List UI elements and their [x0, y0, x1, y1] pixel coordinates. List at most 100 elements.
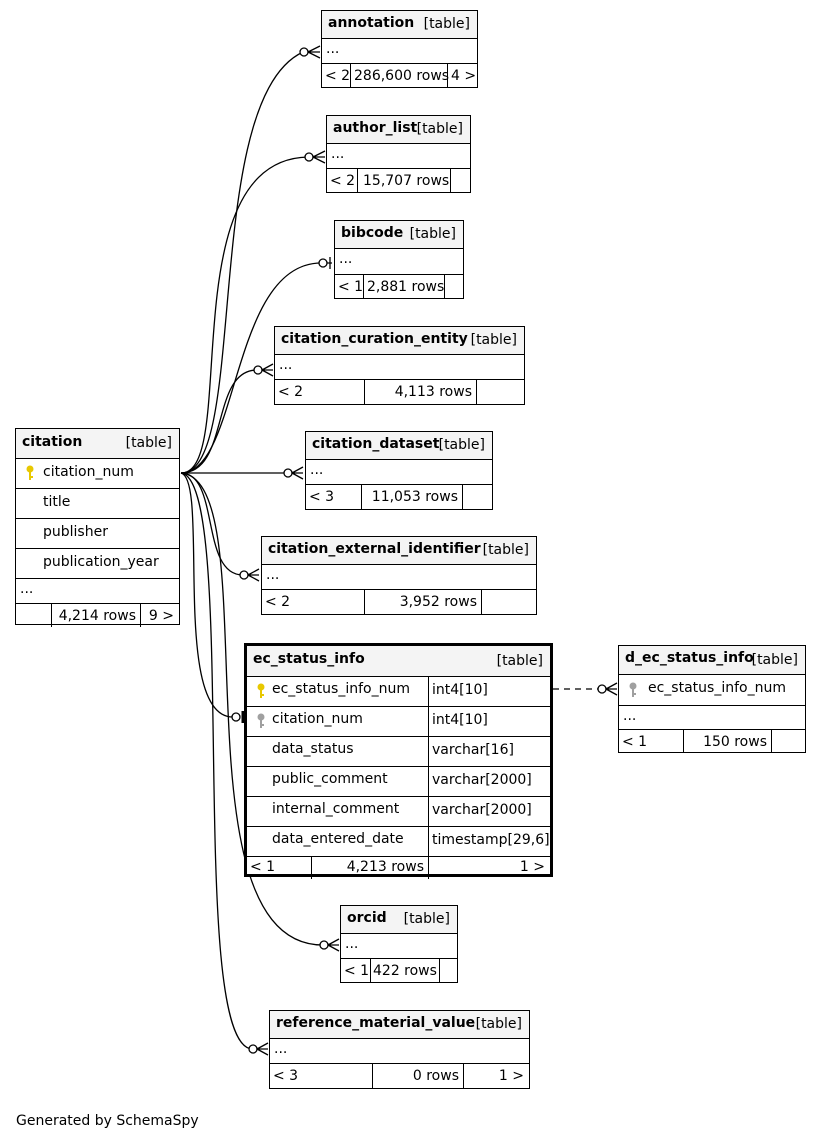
crowfoot-dataset	[291, 466, 304, 480]
parents-count[interactable]: < 1	[250, 859, 276, 875]
edge-end-orcid	[319, 940, 329, 950]
table-name[interactable]: d_ec_status_info	[625, 650, 754, 666]
row-count: 4,213 rows	[346, 859, 424, 875]
table-kind: [table]	[409, 226, 456, 242]
parents-count[interactable]: < 1	[344, 963, 370, 979]
columns-ellipsis: ...	[279, 357, 293, 373]
edge-end-annotation	[299, 47, 309, 57]
table-name[interactable]: bibcode	[341, 225, 404, 241]
column-type: int4[10]	[432, 712, 488, 728]
table-kind: [table]	[470, 332, 517, 348]
table-kind: [table]	[125, 435, 172, 451]
children-count[interactable]: 4 >	[451, 68, 477, 84]
table-name[interactable]: citation	[22, 434, 83, 450]
table-ec-status-info[interactable]: ec_status_info [table] ec_status_info_num…	[244, 643, 553, 879]
edge-end-author-list	[304, 152, 314, 162]
children-count[interactable]: 9 >	[148, 608, 174, 624]
column-name[interactable]: publication_year	[43, 554, 159, 570]
edge-citation-external-identifier	[180, 472, 244, 576]
edge-end-ec-status-info	[231, 712, 241, 722]
table-kind: [table]	[475, 1016, 522, 1032]
crowfoot-external-identifier	[247, 568, 260, 582]
table-kind: [table]	[403, 911, 450, 927]
table-kind: [table]	[496, 653, 543, 669]
edge-citation-reference-material-value	[180, 472, 254, 1050]
parents-count[interactable]: < 2	[278, 384, 304, 400]
columns-ellipsis: ...	[331, 146, 345, 162]
row-count: 286,600 rows	[354, 68, 450, 84]
row-count: 4,113 rows	[394, 384, 472, 400]
crowfoot-curation-entity	[261, 363, 274, 377]
table-citation-dataset[interactable]: citation_dataset[table] ... < 3 11,053 r…	[305, 431, 493, 510]
column-type: varchar[2000]	[432, 772, 532, 788]
edge-end-bibcode	[318, 258, 328, 268]
parents-count[interactable]: < 2	[265, 594, 291, 610]
edge-end-dataset	[283, 468, 293, 478]
table-kind: [table]	[482, 542, 529, 558]
table-d-ec-status-info[interactable]: d_ec_status_info[table] ec_status_info_n…	[618, 645, 806, 753]
children-count[interactable]: 1 >	[498, 1068, 524, 1084]
generated-by-caption: Generated by SchemaSpy	[16, 1113, 199, 1129]
table-bibcode[interactable]: bibcode [table] ... < 1 2,881 rows	[334, 220, 464, 299]
column-name[interactable]: data_entered_date	[272, 831, 404, 847]
row-count: 15,707 rows	[363, 173, 450, 189]
edge-end-curation-entity	[253, 365, 263, 375]
columns-ellipsis: ...	[339, 251, 353, 267]
column-name[interactable]: data_status	[272, 741, 354, 757]
table-name[interactable]: citation_dataset	[312, 436, 440, 452]
parents-count[interactable]: < 2	[325, 68, 351, 84]
table-citation-external-identifier[interactable]: citation_external_identifier[table] ... …	[261, 536, 537, 615]
parents-count[interactable]: < 1	[622, 734, 648, 750]
table-annotation[interactable]: annotation[table] ... < 2 286,600 rows 4…	[321, 10, 478, 88]
columns-ellipsis: ...	[266, 567, 280, 583]
table-citation-curation-entity[interactable]: citation_curation_entity[table] ... < 2 …	[274, 326, 525, 405]
column-type: timestamp[29,6]	[432, 832, 550, 848]
column-name[interactable]: ec_status_info_num	[272, 681, 410, 697]
foreign-key-icon	[257, 713, 265, 728]
table-reference-material-value[interactable]: reference_material_value[table] ... < 3 …	[269, 1010, 530, 1089]
primary-key-icon	[26, 465, 34, 480]
columns-ellipsis: ...	[274, 1041, 288, 1057]
row-count: 3,952 rows	[399, 594, 477, 610]
parents-count[interactable]: < 3	[273, 1068, 299, 1084]
table-kind: [table]	[423, 16, 470, 32]
columns-ellipsis: ...	[20, 581, 34, 597]
crowfoot-orcid	[327, 938, 340, 952]
row-count: 0 rows	[412, 1068, 459, 1084]
parents-count[interactable]: < 3	[309, 489, 335, 505]
crowfoot-author-list	[312, 150, 326, 164]
row-count: 150 rows	[703, 734, 767, 750]
table-citation[interactable]: citation [table] citation_num title publi…	[15, 428, 180, 627]
parents-count[interactable]: < 1	[338, 279, 364, 295]
crowfoot-reference-material-value	[256, 1042, 269, 1056]
table-orcid[interactable]: orcid [table] ... < 1 422 rows	[340, 905, 458, 983]
children-count[interactable]: 1 >	[519, 859, 545, 875]
table-name[interactable]: reference_material_value	[276, 1015, 476, 1031]
table-name[interactable]: ec_status_info	[253, 651, 365, 667]
column-name[interactable]: title	[43, 494, 71, 510]
columns-ellipsis: ...	[345, 936, 359, 952]
column-name[interactable]: citation_num	[272, 711, 363, 727]
table-kind: [table]	[416, 121, 463, 137]
column-name[interactable]: citation_num	[43, 464, 134, 480]
parents-count[interactable]: < 2	[330, 173, 356, 189]
table-name[interactable]: citation_external_identifier	[268, 541, 481, 557]
table-author-list[interactable]: author_list[table] ... < 2 15,707 rows	[326, 115, 471, 193]
row-count: 422 rows	[373, 963, 437, 979]
primary-key-icon	[257, 683, 265, 698]
table-name[interactable]: annotation	[328, 15, 415, 31]
edge-citation-orcid	[180, 472, 324, 946]
row-count: 2,881 rows	[367, 279, 445, 295]
column-name[interactable]: public_comment	[272, 771, 388, 787]
column-type: int4[10]	[432, 682, 488, 698]
table-name[interactable]: author_list	[333, 120, 418, 136]
table-name[interactable]: orcid	[347, 910, 387, 926]
column-name[interactable]: internal_comment	[272, 801, 400, 817]
edge-citation-ec-status-info	[180, 472, 235, 718]
column-name[interactable]: publisher	[43, 524, 108, 540]
table-name[interactable]: citation_curation_entity	[281, 331, 468, 347]
edge-citation-bibcode	[180, 262, 323, 474]
column-name[interactable]: ec_status_info_num	[648, 680, 786, 696]
bar-bibcode	[327, 257, 332, 269]
